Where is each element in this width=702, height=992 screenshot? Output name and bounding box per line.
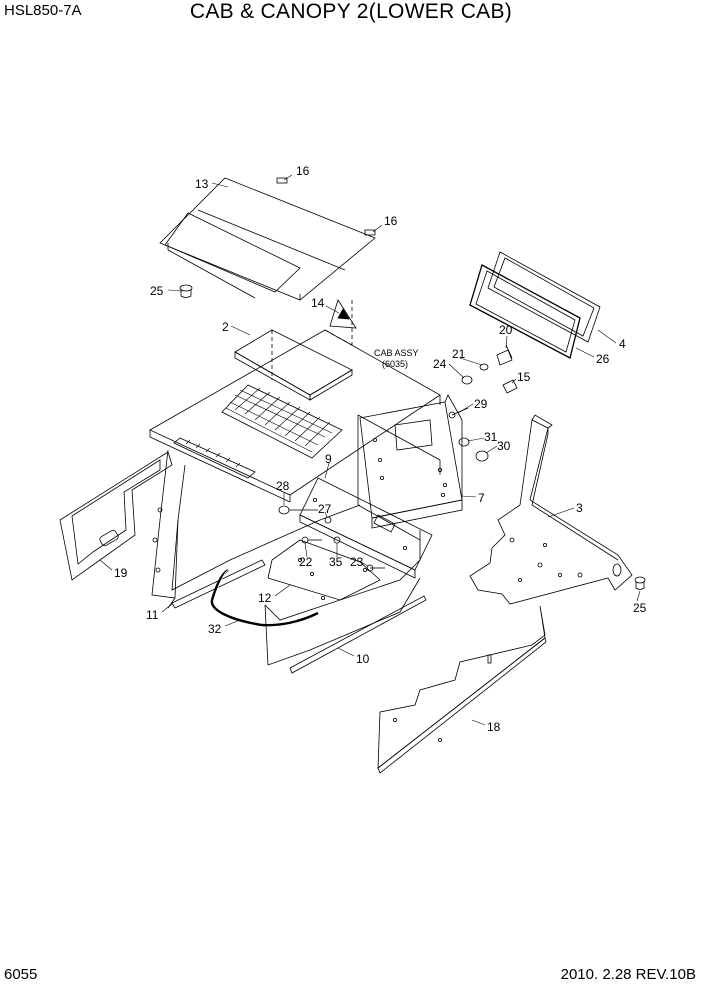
callout-label: 29	[474, 397, 488, 411]
part-23-bolt	[366, 564, 385, 572]
part-31-nut	[458, 437, 470, 447]
part-30-washer	[475, 450, 489, 462]
callout-label: 20	[499, 323, 513, 337]
callout-label: 28	[276, 479, 290, 493]
page-title: CAB & CANOPY 2(LOWER CAB)	[189, 0, 513, 23]
callout-labels: 16 13 16 25 14 4 26 20 2 21 24 15 29 31 …	[114, 164, 647, 734]
page-number: 6055	[4, 966, 38, 983]
part-11-strip	[171, 559, 266, 609]
callout-label: 14	[311, 296, 325, 310]
part-19-left-panel	[59, 451, 173, 581]
part-25-grommet	[634, 576, 646, 590]
reference-number: (6035)	[382, 359, 408, 369]
part-16-fastener	[364, 229, 376, 236]
callout-label: 35	[329, 555, 343, 569]
part-3-right-panel	[469, 414, 633, 605]
part-14-warning-decal	[329, 299, 357, 345]
callout-label: 22	[299, 555, 313, 569]
callout-label: 15	[517, 370, 531, 384]
part-2-cushion	[234, 329, 353, 401]
part-27-washer	[324, 516, 332, 524]
part-16-fastener	[276, 177, 288, 184]
part-21-washer	[479, 363, 489, 371]
part-26-window-seal	[469, 264, 581, 359]
part-9-side-panel	[299, 477, 433, 579]
callout-label: 4	[619, 337, 626, 351]
callout-label: 11	[146, 608, 159, 622]
part-18-bottom-panel	[377, 605, 547, 774]
callout-label: 19	[114, 566, 128, 580]
callout-label: 24	[433, 357, 447, 371]
callout-leaders	[99, 174, 641, 726]
part-10-strip	[289, 595, 427, 674]
part-20-knob	[496, 344, 513, 366]
lower-cab-frame	[151, 414, 441, 666]
callout-label: 25	[150, 284, 164, 298]
part-25-grommet	[179, 284, 193, 298]
callout-label: 32	[208, 622, 222, 636]
part-13-roof-panel	[159, 177, 376, 301]
callout-label: 12	[258, 591, 272, 605]
callout-label: 10	[356, 652, 370, 666]
callout-label: 27	[318, 502, 332, 516]
part-12-floor-plate	[267, 539, 381, 601]
lower-cab-floor-plate	[149, 329, 441, 503]
callout-label: 2	[222, 320, 229, 334]
model-code: HSL850-7A	[4, 2, 82, 19]
part-28-bolt	[278, 505, 318, 515]
part-32-pipe	[210, 568, 319, 627]
callout-label: 30	[497, 439, 511, 453]
callout-label: 25	[633, 601, 647, 615]
reference-label: CAB ASSY	[374, 348, 419, 358]
callout-label: 3	[576, 501, 583, 515]
callout-label: 16	[296, 164, 310, 178]
revision-date: 2010. 2.28 REV.10B	[560, 966, 696, 983]
part-15-pin	[502, 379, 518, 394]
callout-label: 16	[384, 214, 398, 228]
callout-label: 18	[487, 720, 501, 734]
callout-label: 31	[484, 430, 498, 444]
callout-label: 26	[596, 352, 610, 366]
part-24-washer	[461, 375, 473, 385]
part-7-bracket	[359, 394, 463, 529]
callout-label: 13	[195, 177, 209, 191]
callout-label: 21	[452, 347, 466, 361]
callout-label: 7	[478, 491, 485, 505]
callout-label: 9	[325, 452, 332, 466]
callout-label: 23	[350, 555, 364, 569]
